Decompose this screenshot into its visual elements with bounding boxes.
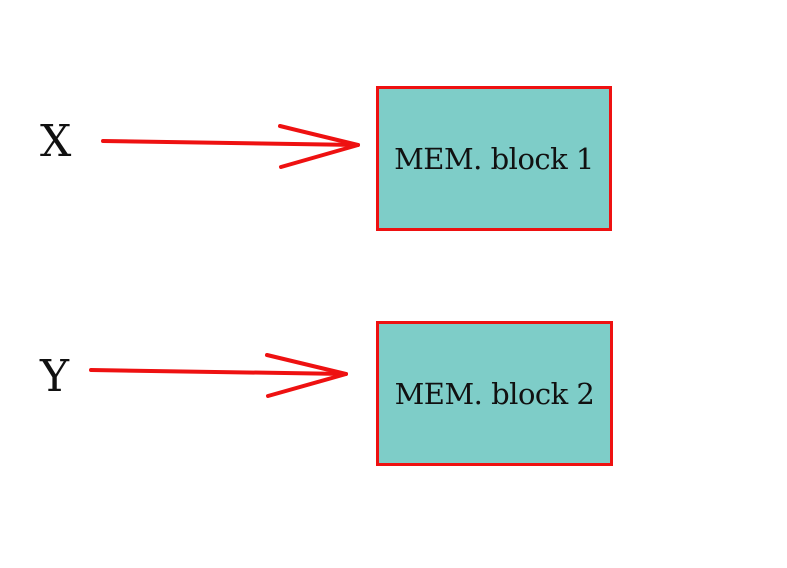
memory-block-2-label: MEM. block 2 (394, 376, 595, 411)
variable-x-label: X (40, 116, 72, 167)
arrow-x-to-block-1 (101, 124, 360, 169)
memory-block-1: MEM. block 1 (376, 86, 612, 231)
arrow-y-shaft (89, 368, 348, 376)
arrow-x-head (278, 124, 360, 169)
memory-block-2: MEM. block 2 (376, 321, 613, 466)
memory-block-1-label: MEM. block 1 (394, 141, 594, 176)
variable-y-label: Y (40, 351, 70, 402)
arrow-y-head (265, 353, 348, 398)
arrow-y-to-block-2 (89, 353, 348, 398)
arrow-x-shaft (101, 139, 360, 147)
